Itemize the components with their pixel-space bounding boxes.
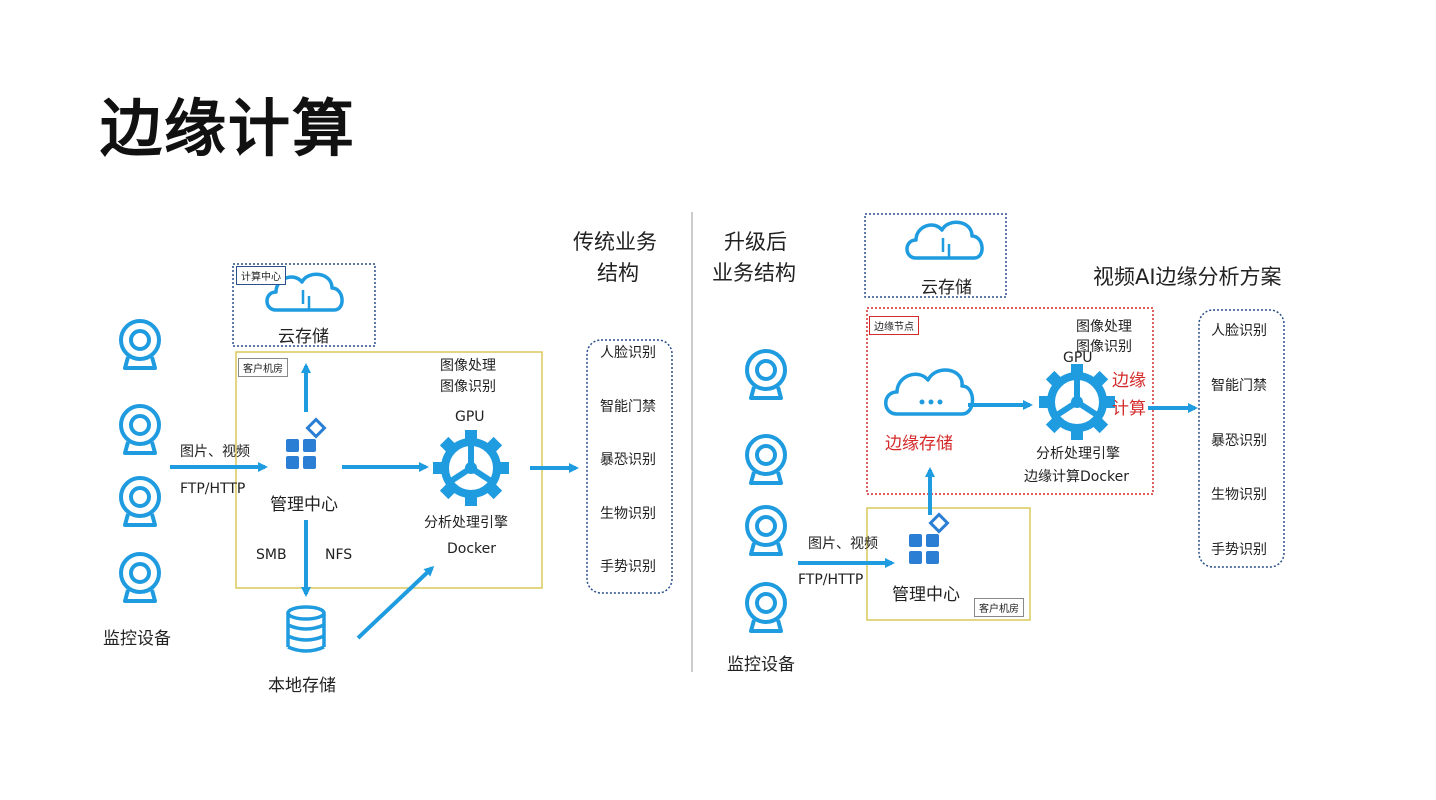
right-engine-label: 分析处理引擎 — [1036, 446, 1120, 462]
left-engine-label: 分析处理引擎 — [424, 515, 508, 531]
page-title: 边缘计算 — [100, 92, 357, 165]
right-feature-item: 生物识别 — [1211, 487, 1267, 503]
webcam-icon — [119, 319, 161, 370]
edge-compute-label-1: 边缘 — [1112, 371, 1146, 391]
left-image-processing: 图像处理 — [440, 358, 496, 374]
webcam-icon — [119, 404, 161, 455]
smb-label: SMB — [256, 547, 287, 563]
left-feature-item: 手势识别 — [600, 559, 656, 575]
left-client-room-tag: 客户机房 — [238, 358, 288, 377]
left-monitoring-label: 监控设备 — [103, 629, 171, 649]
webcam-icon — [119, 552, 161, 603]
left-input-label-2: FTP/HTTP — [180, 481, 246, 497]
right-feature-item: 手势识别 — [1211, 542, 1267, 558]
edge-node-tag: 边缘节点 — [869, 316, 919, 335]
compute-center-tag: 计算中心 — [236, 266, 286, 285]
right-gpu-label: GPU — [1063, 350, 1093, 366]
left-feature-item: 智能门禁 — [600, 399, 656, 415]
left-heading-line2: 结构 — [597, 261, 639, 285]
right-monitoring-label: 监控设备 — [727, 655, 795, 675]
right-feature-item: 智能门禁 — [1211, 378, 1267, 394]
right-feature-item: 人脸识别 — [1211, 323, 1267, 339]
right-input-label-2: FTP/HTTP — [798, 572, 864, 588]
left-feature-item: 人脸识别 — [600, 345, 656, 361]
left-heading-line1: 传统业务 — [573, 230, 657, 254]
right-client-room-tag: 客户机房 — [974, 598, 1024, 617]
right-mgmt-center-label: 管理中心 — [892, 585, 960, 605]
right-feature-item: 暴恐识别 — [1211, 433, 1267, 449]
right-image-recognition: 图像识别 — [1076, 339, 1132, 355]
left-image-recognition: 图像识别 — [440, 379, 496, 395]
edge-compute-label-2: 计算 — [1112, 399, 1146, 419]
left-cloud-storage-label: 云存储 — [278, 327, 329, 347]
right-cloud-storage-label: 云存储 — [921, 278, 972, 298]
left-feature-item: 暴恐识别 — [600, 452, 656, 468]
right-input-label-1: 图片、视频 — [808, 536, 878, 552]
webcam-icon — [119, 476, 161, 527]
nfs-label: NFS — [325, 547, 353, 563]
right-image-processing: 图像处理 — [1076, 319, 1132, 335]
left-mgmt-center-label: 管理中心 — [270, 495, 338, 515]
right-heading-line2: 业务结构 — [712, 261, 796, 285]
edge-docker-label: 边缘计算Docker — [1024, 469, 1130, 485]
solution-title: 视频AI边缘分析方案 — [1093, 265, 1282, 289]
edge-storage-label: 边缘存储 — [885, 434, 953, 454]
left-gpu-label: GPU — [455, 409, 485, 425]
local-storage-label: 本地存储 — [268, 676, 336, 696]
left-docker-label: Docker — [447, 541, 497, 557]
right-heading-line1: 升级后 — [724, 230, 787, 254]
left-input-label-1: 图片、视频 — [180, 444, 250, 460]
left-feature-item: 生物识别 — [600, 506, 656, 522]
